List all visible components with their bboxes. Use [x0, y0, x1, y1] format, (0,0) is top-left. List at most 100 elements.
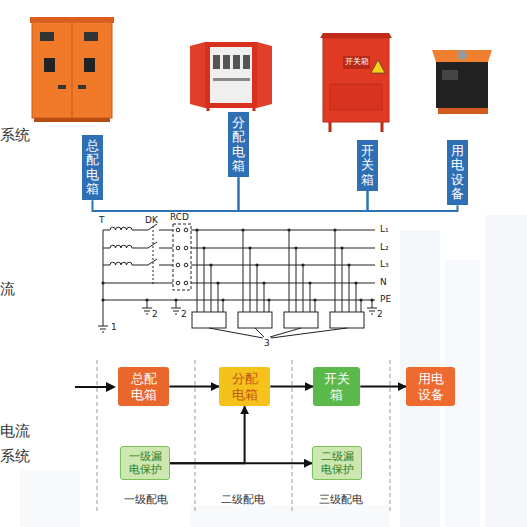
wiring-diagram-part: [173, 224, 191, 290]
wiring-diagram-part-part: [333, 228, 336, 231]
wiring-diagram-part: [191, 265, 375, 266]
distribution-box-photo-part: [205, 42, 257, 108]
distribution-box-photo-part: [257, 42, 272, 108]
connector: [270, 386, 313, 388]
wiring-diagram-part: [192, 312, 226, 328]
wiring-diagram-part: [103, 248, 110, 249]
wiring-diagram-part: [103, 230, 104, 326]
blue-label-box: 总配电箱: [82, 135, 103, 200]
wiring-diagram-part-part: [204, 248, 205, 312]
main-cabinet-photo-part: [34, 118, 110, 122]
incoming-arrow: [75, 382, 116, 392]
cropped-heading: 系统: [0, 127, 30, 144]
wiring-diagram-part-part: [202, 246, 205, 249]
protection-box: 一级漏电保护: [120, 446, 170, 480]
wiring-diagram-part: [103, 300, 375, 301]
wiring-diagram-part-part: [257, 265, 258, 312]
equipment-photo-part: [457, 50, 467, 60]
node-text: 二级漏电保护: [320, 450, 354, 476]
wiring-diagram-part: [101, 228, 373, 301]
distribution-box-photo-part: [233, 55, 240, 69]
level-label: 一级配电: [124, 494, 168, 506]
wiring-diagram-part-part: [296, 248, 297, 312]
connector: [169, 386, 219, 388]
switch-box-photo-part: [323, 38, 389, 122]
wiring-diagram-part: [132, 248, 148, 249]
callout-number: 2: [152, 310, 158, 320]
level-label: 二级配电: [221, 494, 265, 506]
nameplate-text: 开关箱: [345, 58, 369, 67]
wiring-diagram-part: [142, 308, 152, 309]
equipment-photo-part: [442, 70, 458, 80]
wiring-diagram-part: [271, 328, 347, 338]
wiring-diagram-part-part: [174, 298, 177, 301]
wiring-diagram-part: [367, 308, 377, 309]
wiring-diagram-part: [153, 226, 154, 286]
switch-box-photo-part: [330, 84, 382, 110]
main-cabinet-photo-part: [84, 58, 95, 72]
node-text: 开关箱: [361, 144, 374, 187]
distribution-box-photo-part: [223, 55, 230, 69]
main-cabinet-photo-part: [44, 58, 55, 72]
distribution-box-photo-part: [243, 55, 250, 69]
process-box: 总配电箱: [118, 367, 169, 406]
connector: [368, 191, 458, 211]
background-buildings-part: [190, 505, 390, 527]
level-divider-part: [390, 360, 391, 512]
wiring-diagram-part: [144, 311, 150, 312]
wiring-diagram-part: [191, 230, 375, 231]
process-box: 用电设备: [406, 367, 455, 406]
wiring-diagram-part-part: [315, 300, 316, 312]
distribution-box-photo-part: [213, 78, 250, 81]
wiring-diagram-part: [176, 246, 180, 250]
protection-box: 二级漏电保护: [312, 446, 362, 480]
wiring-diagram-part-part: [313, 298, 316, 301]
component-label: RCD: [170, 213, 189, 223]
wiring-diagram-part-part: [340, 246, 343, 249]
wiring-diagram-part-part: [361, 300, 362, 312]
wiring-diagram-part: [371, 314, 373, 315]
wiring-diagram-part: [159, 248, 173, 249]
wiring-diagram-part: [184, 228, 188, 232]
blue-label-box: 分配电箱: [228, 112, 249, 177]
main-cabinet-photo-part: [40, 32, 54, 41]
wiring-diagram-part-part: [197, 230, 198, 312]
equipment-photo-part: [436, 62, 488, 108]
incoming-arrow-part: [106, 382, 116, 392]
connector: [170, 406, 245, 463]
cropped-heading: 系统: [0, 448, 30, 465]
background-buildings-part: [20, 470, 80, 527]
wiring-diagram-part: [176, 263, 180, 267]
wiring-diagram-part: [100, 329, 106, 330]
wiring-diagram-part-part: [101, 298, 104, 301]
wiring-diagram-part: [110, 227, 132, 230]
node-text: 用电设备: [417, 371, 444, 402]
connector: [239, 177, 368, 211]
switch-box-photo-part: [343, 56, 370, 69]
wiring-diagram-part: [103, 230, 110, 231]
wiring-diagram-part-part: [250, 248, 251, 312]
wiring-diagram-part: [197, 230, 361, 312]
wiring-diagram-part: [102, 332, 104, 333]
wiring-diagram-part: [132, 230, 148, 231]
node-text: 总配电箱: [86, 139, 99, 196]
cropped-heading: 流: [0, 281, 15, 298]
wiring-diagram-part-part: [255, 263, 258, 266]
wiring-diagram-part-part: [209, 263, 212, 266]
component-label: T: [99, 216, 105, 226]
process-box: 开关箱: [313, 367, 360, 406]
wiring-diagram-part-part: [211, 265, 212, 312]
wiring-diagram-part-part: [218, 283, 219, 312]
wiring-diagram-part: [171, 308, 181, 309]
equipment-photo-part: [432, 50, 492, 62]
main-cabinet-photo-part: [58, 85, 66, 89]
wiring-diagram-part: [110, 245, 132, 248]
node-text: 总配电箱: [130, 371, 157, 402]
wiring-diagram-part: [284, 312, 318, 328]
wiring-diagram-part-part: [294, 246, 297, 249]
wiring-diagram-part-part: [289, 230, 290, 312]
wiring-diagram-part-part: [264, 283, 265, 312]
blue-label-box: 开关箱: [357, 140, 378, 191]
distribution-box-photo-part: [210, 47, 252, 103]
